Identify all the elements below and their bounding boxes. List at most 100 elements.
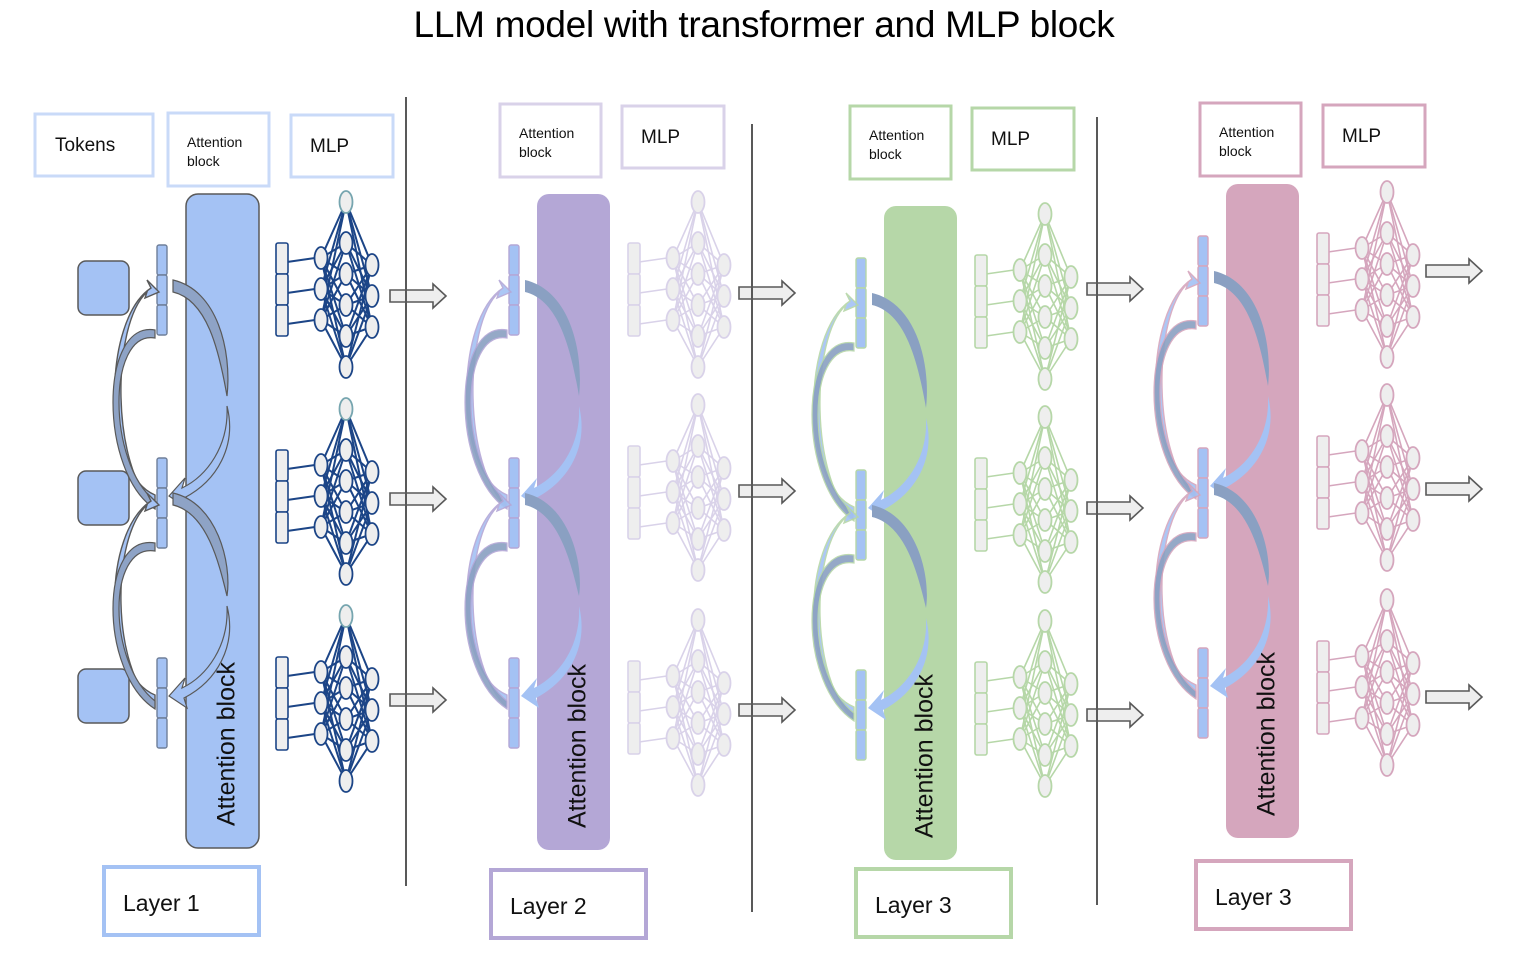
mlp-input-cell xyxy=(275,718,289,751)
mlp-edge xyxy=(286,733,316,739)
mlp-node xyxy=(665,246,681,270)
mlp-edge xyxy=(985,300,1015,306)
mlp-node xyxy=(690,293,706,317)
attention-header-box xyxy=(1198,101,1303,178)
layer-label-text: Layer 3 xyxy=(875,892,952,918)
mlp-edge xyxy=(638,288,668,294)
mlp-edge xyxy=(1019,416,1046,505)
mlp-node xyxy=(1405,243,1421,267)
attention-arc-down-icon xyxy=(112,542,156,711)
mlp-input-cell xyxy=(1316,497,1330,530)
layer-label: Layer 2 xyxy=(489,868,648,940)
mlp-node xyxy=(1063,734,1079,758)
attention-header-box xyxy=(498,102,603,179)
mlp-node xyxy=(1405,682,1421,706)
mlp-edge xyxy=(672,619,699,739)
mlp-edge xyxy=(697,682,725,786)
mlp-input-cell xyxy=(974,723,988,756)
mlp-node xyxy=(338,738,354,762)
mlp-edge xyxy=(345,678,373,751)
mlp-node xyxy=(313,308,329,332)
mlp-edge xyxy=(697,467,725,571)
mlp-node xyxy=(338,231,354,255)
mlp-node xyxy=(364,284,380,308)
mlp-node xyxy=(1037,609,1053,633)
mlp-edge xyxy=(697,713,725,786)
mlp-node xyxy=(716,702,732,726)
mlp-node xyxy=(364,460,380,484)
mlp-node xyxy=(690,680,706,704)
mlp-node xyxy=(1037,305,1053,329)
mlp-edge xyxy=(1386,254,1414,327)
token-vector-cell xyxy=(1197,447,1209,479)
mlp-edge xyxy=(286,464,316,470)
layer-label-text: Layer 3 xyxy=(1215,884,1292,910)
mlp-node xyxy=(1354,644,1370,668)
mlp-edge xyxy=(697,498,725,571)
mlp-connections xyxy=(638,404,725,571)
mlp-edge xyxy=(1019,416,1046,536)
mlp-node xyxy=(690,434,706,458)
mlp-edge xyxy=(985,738,1015,744)
mlp-node xyxy=(1405,508,1421,532)
mlp-header: MLP xyxy=(620,104,726,170)
token-vector-cell xyxy=(508,687,520,719)
mlp-node xyxy=(1037,336,1053,360)
token-vector-cell xyxy=(156,717,168,749)
mlp-node xyxy=(313,277,329,301)
attention-arc-down-icon xyxy=(112,329,156,511)
mlp-edge xyxy=(345,295,373,368)
mlp-edge xyxy=(672,242,699,321)
attention-arc-right-icon xyxy=(1214,271,1269,386)
mlp-edge xyxy=(1019,661,1046,740)
mlp-edge xyxy=(697,619,725,684)
mlp-edge xyxy=(985,269,1015,275)
mlp-edge xyxy=(320,242,347,321)
token-vector-cell xyxy=(1197,647,1209,679)
mlp-edge xyxy=(286,702,316,708)
mlp-edge xyxy=(286,495,316,501)
mlp-node xyxy=(690,190,706,214)
mlp-node xyxy=(716,733,732,757)
mlp-input-cell xyxy=(974,488,988,521)
attention-arc-down-icon xyxy=(464,329,508,511)
mlp-node xyxy=(313,515,329,539)
mlp-connections xyxy=(638,201,725,368)
mlp-edge xyxy=(1361,394,1388,514)
mlp-node xyxy=(1063,265,1079,289)
tokens-header-box xyxy=(33,112,155,178)
mlp-node xyxy=(1405,713,1421,737)
mlp-node xyxy=(1037,681,1053,705)
mlp-edge xyxy=(320,408,347,497)
mlp-node xyxy=(338,531,354,555)
mlp-edge xyxy=(1044,276,1072,349)
mlp-input-cell xyxy=(1316,702,1330,735)
mlp-node xyxy=(1379,180,1395,204)
token-vector-cell xyxy=(855,699,867,731)
mlp-header-label: MLP xyxy=(1342,126,1381,147)
mlp-node xyxy=(338,262,354,286)
mlp-edge xyxy=(1361,191,1388,311)
mlp-edge xyxy=(985,676,1015,682)
mlp-input-cell xyxy=(1316,640,1330,673)
mlp-edge xyxy=(1044,416,1072,481)
attention-block xyxy=(537,194,610,850)
mlp-edge xyxy=(638,491,668,497)
mlp-edge xyxy=(286,288,316,294)
mlp-connections xyxy=(286,201,373,368)
layer-label: Layer 1 xyxy=(102,865,261,937)
mlp-node xyxy=(1379,753,1395,777)
mlp-edge xyxy=(1044,714,1072,787)
mlp-node xyxy=(338,190,354,214)
mlp-node xyxy=(1379,691,1395,715)
mlp-node xyxy=(338,562,354,586)
mlp-edge xyxy=(638,257,668,263)
mlp-node xyxy=(1063,703,1079,727)
mlp-node xyxy=(665,664,681,688)
mlp-node xyxy=(1379,221,1395,245)
layer-transition-arrow-icon xyxy=(1086,701,1145,729)
token-vector-cell xyxy=(855,317,867,349)
mlp-edge xyxy=(638,319,668,325)
